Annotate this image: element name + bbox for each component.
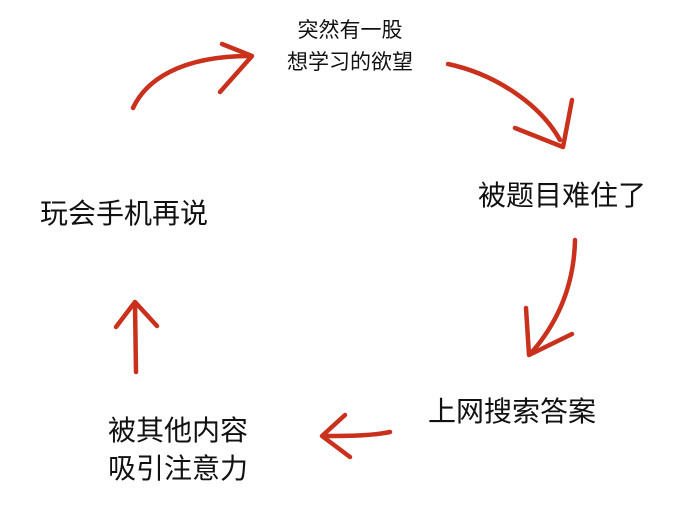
arrow-bottom-right-to-bottom-left — [319, 412, 393, 460]
node-stuck-on-question: 被题目难住了 — [478, 178, 646, 213]
node-search-answer-online: 上网搜索答案 — [428, 394, 596, 429]
node-line: 被其他内容 — [108, 414, 249, 447]
node-sudden-urge-to-study: 突然有一股 想学习的欲望 — [250, 14, 450, 78]
arrow-left-to-top — [130, 41, 255, 111]
node-line: 想学习的欲望 — [287, 50, 413, 74]
node-line: 被题目难住了 — [478, 179, 647, 212]
node-distracted-by-other-content: 被其他内容 吸引注意力 — [108, 412, 248, 488]
node-line: 突然有一股 — [297, 18, 403, 42]
node-line: 玩会手机再说 — [40, 197, 209, 230]
arrow-bottom-left-to-left — [113, 299, 160, 375]
node-play-phone-first: 玩会手机再说 — [40, 196, 208, 231]
arrow-top-to-right — [445, 61, 575, 150]
node-line: 上网搜索答案 — [428, 395, 597, 428]
arrow-right-to-bottom-right — [523, 237, 578, 358]
node-line: 吸引注意力 — [108, 452, 249, 485]
